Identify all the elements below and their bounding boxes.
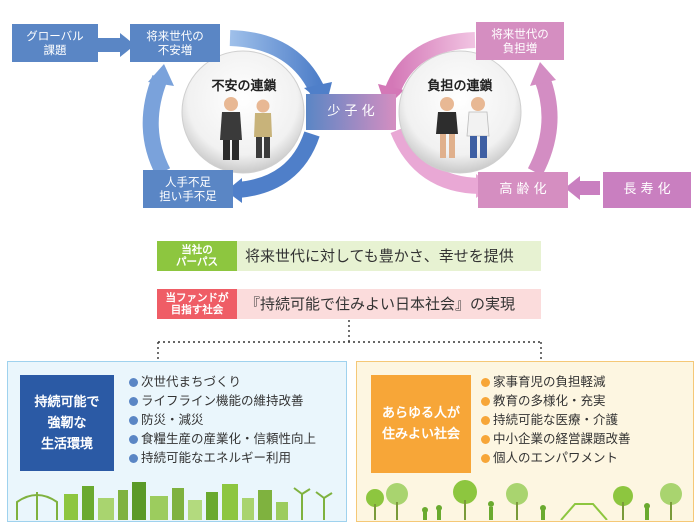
fund-goal-bar: 当ファンドが 目指す社会 『持続可能で住みよい日本社会』の実現 <box>157 289 541 319</box>
living-environment-title: 持続可能で 強靭な 生活環境 <box>20 375 114 471</box>
future-burden-box: 将来世代の 負担増 <box>476 22 564 60</box>
global-issue-box: グローバル 課題 <box>12 24 98 62</box>
burden-circle <box>398 50 522 174</box>
troubled-woman-figure <box>436 97 458 158</box>
bullet-icon <box>129 378 138 387</box>
fund-goal-text: 『持続可能で住みよい日本社会』の実現 <box>245 295 516 313</box>
list-item: 防災・減災 <box>129 410 316 429</box>
anxiety-circle <box>181 50 305 174</box>
bullet-icon <box>129 416 138 425</box>
bullet-icon <box>129 397 138 406</box>
dotted-connector <box>157 320 542 362</box>
list-item: 中小企業の経営課題改善 <box>481 429 631 448</box>
park-people-illustration <box>366 480 682 520</box>
aging-box: 高 齢 化 <box>478 172 568 208</box>
anxiety-chain-title: 不安の連鎖 <box>211 79 277 94</box>
bullet-icon <box>481 397 490 406</box>
anxiety-cycle-arrows <box>60 30 332 203</box>
bullet-icon <box>481 435 490 444</box>
bullet-icon <box>481 454 490 463</box>
troubled-man-figure <box>466 97 490 158</box>
bullet-icon <box>481 378 490 387</box>
list-item: 家事育児の負担軽減 <box>481 372 631 391</box>
bullet-icon <box>129 435 138 444</box>
bullet-icon <box>129 454 138 463</box>
list-item: 次世代まちづくり <box>129 372 316 391</box>
livable-society-panel: あらゆる人が 住みよい社会 家事育児の負担軽減 教育の多様化・充実 持続可能な医… <box>356 361 694 522</box>
living-environment-panel: 持続可能で 強靭な 生活環境 次世代まちづくり ライフライン機能の維持改善 防災… <box>7 361 347 522</box>
list-item: 教育の多様化・充実 <box>481 391 631 410</box>
livable-society-list: 家事育児の負担軽減 教育の多様化・充実 持続可能な医療・介護 中小企業の経営課題… <box>481 372 631 467</box>
worried-woman-figure <box>254 99 272 158</box>
purpose-text: 将来世代に対しても豊かさ、幸せを提供 <box>245 247 514 265</box>
purpose-bar: 当社の パーパス 将来世代に対しても豊かさ、幸せを提供 <box>157 241 541 271</box>
list-item: ライフライン機能の維持改善 <box>129 391 316 410</box>
future-anxiety-box: 将来世代の 不安増 <box>130 24 220 62</box>
living-environment-list: 次世代まちづくり ライフライン機能の維持改善 防災・減災 食糧生産の産業化・信頼… <box>129 372 316 467</box>
fund-goal-tag: 当ファンドが 目指す社会 <box>157 289 237 319</box>
city-skyline-illustration <box>16 482 333 520</box>
list-item: 持続可能なエネルギー利用 <box>129 448 316 467</box>
labor-shortage-box: 人手不足 担い手不足 <box>143 170 233 208</box>
declining-birthrate-box: 少 子 化 <box>306 94 396 130</box>
purpose-tag: 当社の パーパス <box>157 241 237 271</box>
list-item: 個人のエンパワメント <box>481 448 631 467</box>
livable-society-title: あらゆる人が 住みよい社会 <box>371 375 471 473</box>
bullet-icon <box>481 416 490 425</box>
longevity-box: 長 寿 化 <box>603 172 691 208</box>
burden-chain-title: 負担の連鎖 <box>427 79 493 94</box>
worried-man-figure <box>220 97 242 160</box>
list-item: 持続可能な医療・介護 <box>481 410 631 429</box>
list-item: 食糧生産の産業化・信頼性向上 <box>129 429 316 448</box>
